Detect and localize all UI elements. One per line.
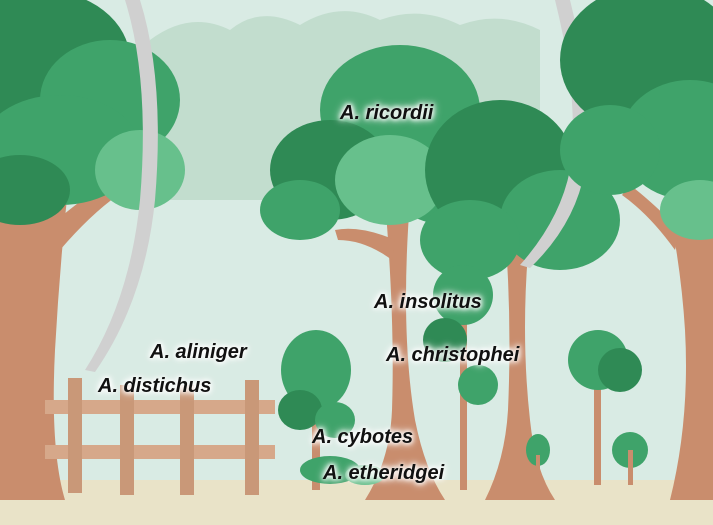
label-a-cybotes: A. cybotes: [312, 427, 413, 447]
label-a-insolitus: A. insolitus: [374, 292, 482, 312]
label-a-christophei: A. christophei: [386, 345, 519, 365]
label-a-etheridgei: A. etheridgei: [323, 463, 444, 483]
label-a-aliniger: A. aliniger: [150, 342, 247, 362]
label-a-distichus: A. distichus: [98, 376, 211, 396]
ground: [0, 480, 713, 525]
label-a-ricordii: A. ricordii: [340, 103, 433, 123]
